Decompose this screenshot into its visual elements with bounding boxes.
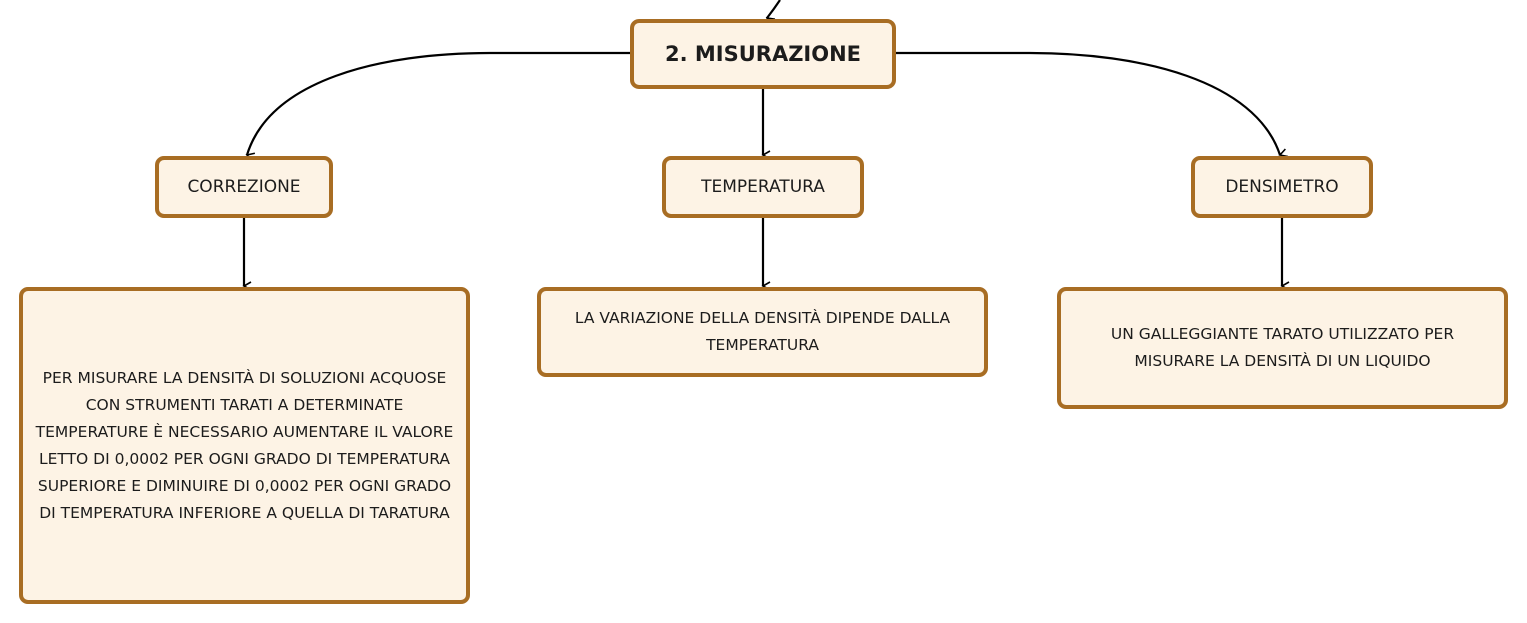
branch-node-densimetro[interactable]: DENSIMETRO bbox=[1191, 156, 1373, 218]
branch-label: DENSIMETRO bbox=[1225, 177, 1339, 197]
detail-node-correzione[interactable]: PER MISURARE LA DENSITÀ DI SOLUZIONI ACQ… bbox=[19, 287, 470, 604]
connector-root-correzione bbox=[245, 51, 630, 162]
incoming-connector bbox=[765, 0, 781, 26]
detail-node-temperatura[interactable]: LA VARIAZIONE DELLA DENSITÀ DIPENDE DALL… bbox=[537, 287, 988, 377]
root-node-label: 2. MISURAZIONE bbox=[664, 42, 862, 66]
branch-node-temperatura[interactable]: TEMPERATURA bbox=[662, 156, 864, 218]
root-node[interactable]: 2. MISURAZIONE bbox=[630, 19, 896, 89]
branch-node-correzione[interactable]: CORREZIONE bbox=[155, 156, 333, 218]
detail-text: PER MISURARE LA DENSITÀ DI SOLUZIONI ACQ… bbox=[35, 368, 454, 522]
branch-label: CORREZIONE bbox=[187, 177, 301, 197]
branch-label: TEMPERATURA bbox=[701, 177, 825, 197]
detail-text: LA VARIAZIONE DELLA DENSITÀ DIPENDE DALL… bbox=[574, 309, 951, 354]
connector-root-densimetro bbox=[896, 51, 1289, 158]
detail-text: UN GALLEGGIANTE TARATO UTILIZZATO PER MI… bbox=[1110, 325, 1455, 370]
detail-node-densimetro[interactable]: UN GALLEGGIANTE TARATO UTILIZZATO PER MI… bbox=[1057, 287, 1508, 409]
